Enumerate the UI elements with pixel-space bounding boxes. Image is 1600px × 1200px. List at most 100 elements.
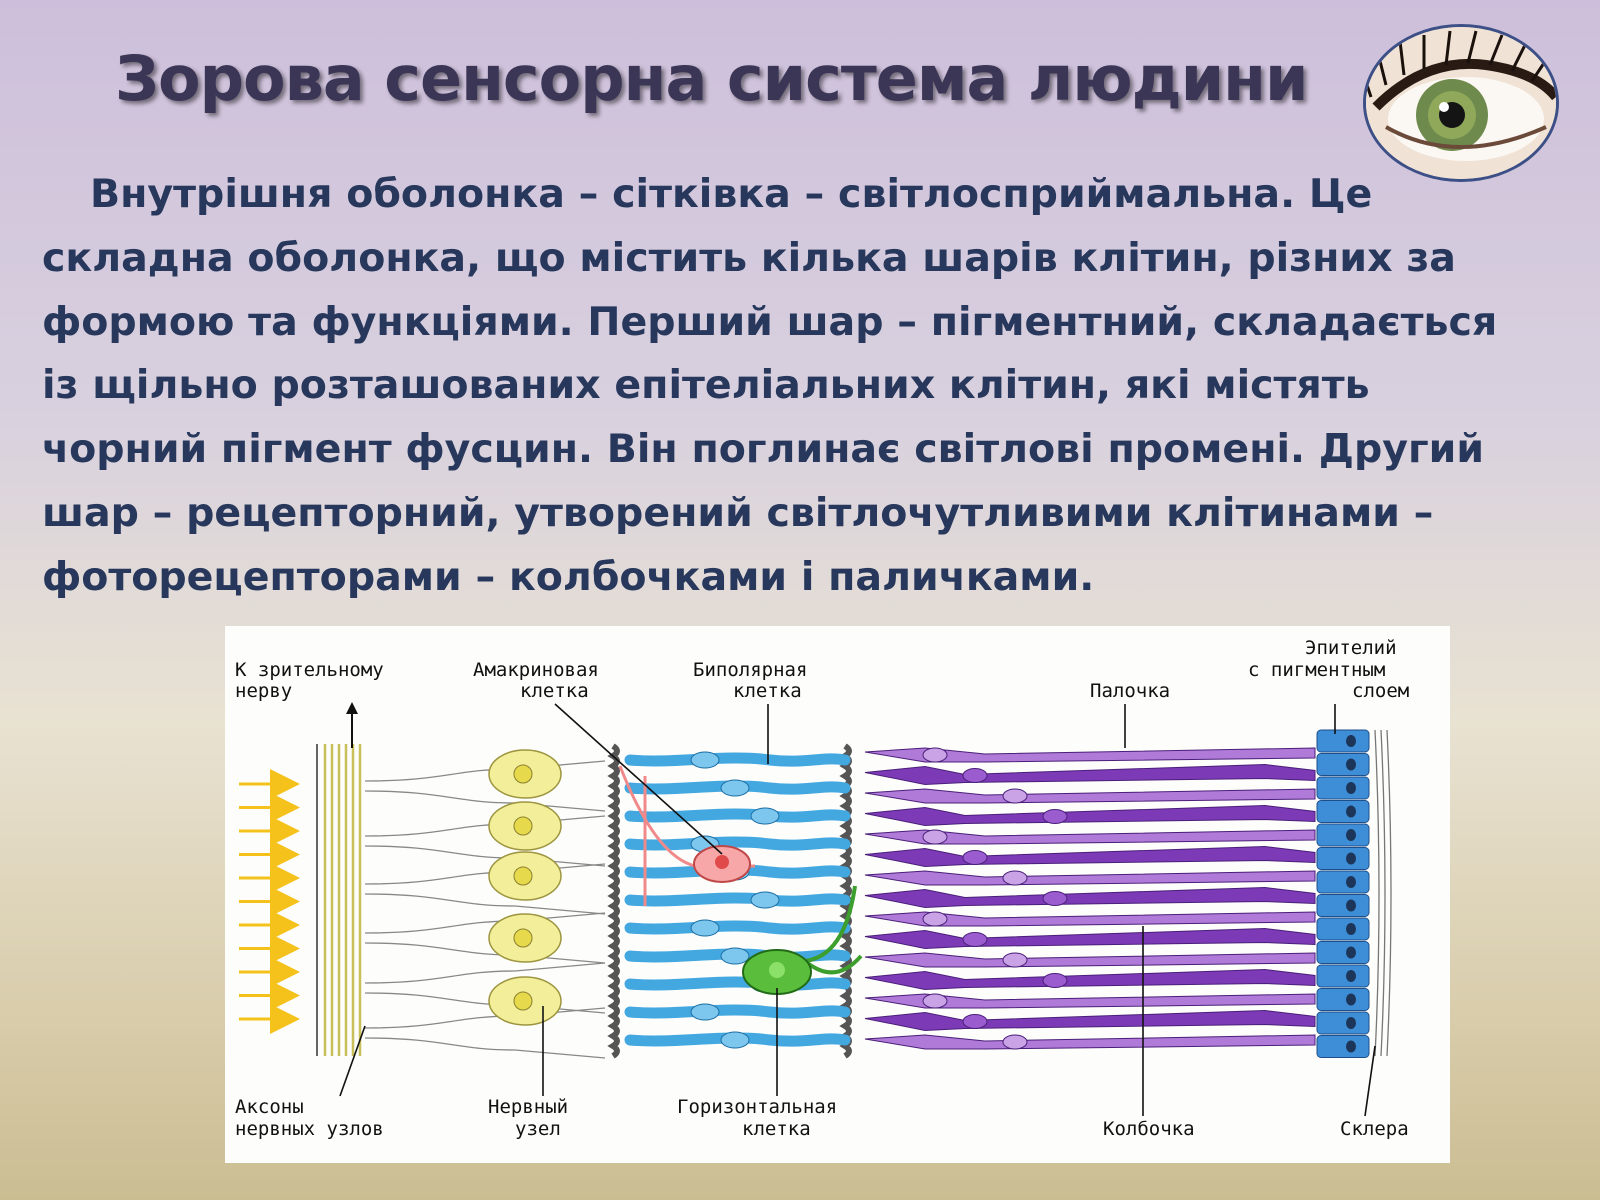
cone-cell (864, 804, 1316, 827)
bipolar-cell (624, 864, 851, 879)
epithelium-nucleus (1346, 852, 1356, 865)
label-pointer (339, 1025, 366, 1097)
label-axons-2: нервных узлов (235, 1118, 384, 1140)
rod-cell (864, 952, 1316, 968)
bipolar-nucleus (690, 1003, 720, 1021)
label-pointer (554, 703, 723, 855)
label-sclera: Склера (1340, 1118, 1409, 1140)
bipolar-cell (624, 808, 851, 823)
bipolar-cell (624, 1032, 851, 1047)
ganglion-dendrite (364, 893, 606, 915)
epithelium-nucleus (1346, 1040, 1356, 1053)
label-to-nerve: К зрительному (235, 659, 384, 681)
photoreceptor-nucleus (1002, 1034, 1028, 1050)
label-amacrine-2: клетка (520, 680, 589, 702)
plexiform-layer (607, 743, 620, 1059)
label-bipolar-2: клетка (733, 680, 802, 702)
ganglion-nucleus (513, 764, 533, 784)
photoreceptor-nucleus (962, 768, 988, 783)
bipolar-cell (624, 780, 851, 795)
sclera-line (1386, 729, 1392, 1057)
epithelium-cell (1316, 988, 1370, 1011)
bipolar-nucleus (690, 919, 720, 937)
special-cells (618, 765, 863, 995)
epithelium-nucleus (1346, 946, 1356, 959)
bipolar-nucleus (690, 751, 720, 769)
bipolar-cell (624, 752, 851, 767)
epithelium-nucleus (1346, 805, 1356, 818)
light-arrows (239, 769, 300, 1034)
horizontal-nucleus (769, 962, 785, 978)
cone-cell (864, 763, 1316, 786)
bipolar-nucleus (750, 807, 780, 825)
bipolar-cell (624, 892, 851, 907)
photoreceptor-nucleus (1002, 788, 1028, 804)
label-to-nerve-2: нерву (235, 680, 292, 702)
arrow-up-icon (346, 702, 358, 714)
ganglion-dendrite (364, 912, 606, 934)
ganglion-dendrite (364, 942, 606, 964)
cone-cell (864, 968, 1316, 991)
bipolar-nucleus (720, 947, 750, 965)
bipolar-cell (624, 1004, 851, 1019)
epithelium-cell (1316, 941, 1370, 964)
photoreceptor-nucleus (1002, 870, 1028, 886)
photoreceptor-nucleus (1042, 973, 1068, 988)
photoreceptor-layer (864, 747, 1316, 1050)
label-epithelium-3: слоем (1352, 680, 1409, 702)
label-horizontal-2: клетка (742, 1118, 811, 1140)
ganglion-dendrite (364, 1037, 606, 1059)
pigment-epithelium-layer (1316, 729, 1392, 1058)
epithelium-cell (1316, 729, 1370, 753)
epithelium-nucleus (1346, 829, 1356, 841)
ganglion-nucleus (513, 816, 533, 836)
photoreceptor-nucleus (922, 911, 948, 927)
bipolar-nucleus (720, 779, 750, 797)
photoreceptor-nucleus (922, 993, 948, 1009)
cone-cell (864, 845, 1316, 868)
photoreceptor-nucleus (922, 747, 948, 763)
epithelium-cell (1316, 847, 1370, 870)
label-bipolar: Биполярная (693, 659, 807, 681)
cone-cell (864, 927, 1316, 950)
epithelium-nucleus (1346, 758, 1356, 771)
cone-cell (864, 886, 1316, 909)
photoreceptor-nucleus (962, 850, 988, 865)
rod-cell (864, 788, 1316, 804)
ganglion-cell-layer (364, 749, 606, 1059)
bipolar-cell (624, 836, 851, 851)
label-axons: Аксоны (235, 1096, 304, 1118)
label-pointers (339, 703, 1376, 1117)
photoreceptor-nucleus (1002, 952, 1028, 968)
label-horizontal: Горизонтальная (677, 1096, 837, 1118)
photoreceptor-nucleus (922, 829, 948, 845)
label-cone: Колбочка (1103, 1118, 1195, 1140)
eye-photo (1363, 24, 1559, 182)
axon-bundle (316, 744, 362, 1056)
epithelium-nucleus (1346, 899, 1356, 912)
epithelium-cell (1316, 1011, 1370, 1035)
epithelium-nucleus (1346, 970, 1356, 982)
label-amacrine: Амакриновая (473, 659, 599, 681)
bipolar-cell (624, 920, 851, 935)
label-rod: Палочка (1090, 680, 1170, 702)
cone-cell (864, 1009, 1316, 1032)
amacrine-nucleus (715, 855, 729, 869)
label-epithelium: Эпителий (1305, 637, 1397, 659)
epithelium-cell (1316, 964, 1370, 988)
epithelium-cell (1316, 1035, 1370, 1058)
epithelium-nucleus (1346, 735, 1356, 747)
epithelium-cell (1316, 870, 1370, 894)
rod-cell (864, 870, 1316, 886)
ganglion-dendrite (364, 863, 606, 885)
bipolar-cell (624, 976, 851, 991)
sclera-line (1374, 729, 1380, 1057)
epithelium-nucleus (1346, 1017, 1356, 1029)
ganglion-dendrite (364, 760, 606, 782)
ganglion-nucleus (513, 928, 533, 948)
ganglion-dendrite (364, 962, 606, 984)
epithelium-nucleus (1346, 876, 1356, 888)
epithelium-nucleus (1346, 782, 1356, 794)
label-ganglion-2: узел (515, 1118, 561, 1140)
epithelium-cell (1316, 753, 1370, 776)
